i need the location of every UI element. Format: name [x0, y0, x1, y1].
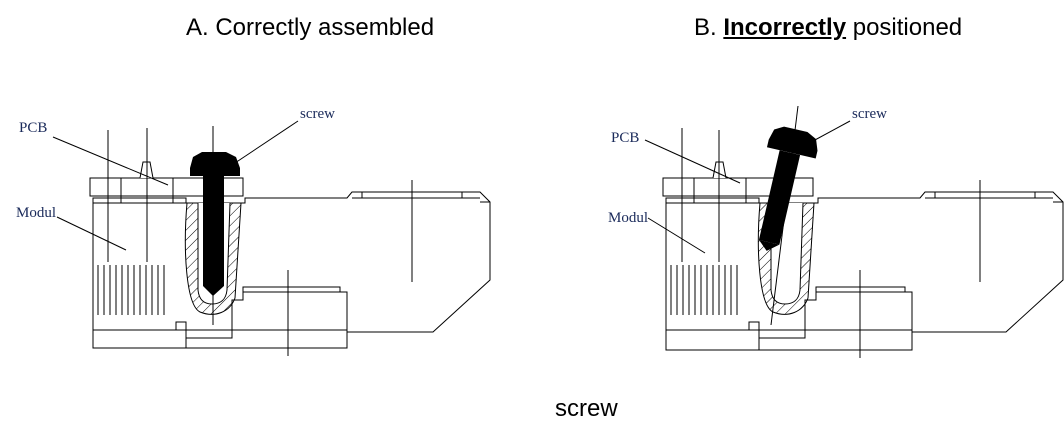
panel-a-module-body	[92, 191, 491, 339]
panel-b-title-suffix: positioned	[846, 14, 963, 41]
panel-b-screw	[758, 126, 818, 251]
panel-b-title-prefix: B.	[694, 14, 724, 41]
panel-b-modul-label: Modul	[608, 210, 648, 226]
panel-a-vents	[97, 265, 165, 315]
panel-a-pcb-label: PCB	[19, 120, 47, 136]
panel-a-title: A. Correctly assembled	[186, 14, 435, 41]
panel-a-screw	[190, 152, 240, 296]
panel-b-pcb-label: PCB	[611, 130, 639, 146]
panel-b-drawing	[644, 105, 1064, 358]
panel-b-title-emphasis: Incorrectly	[723, 14, 847, 41]
panel-b-vents	[670, 265, 738, 315]
panel-a-drawing	[52, 120, 491, 356]
panel-a-screw-label: screw	[300, 106, 335, 122]
figure-caption: screw	[555, 395, 618, 422]
panel-b-module-body	[665, 191, 1064, 339]
panel-b-title: B. Incorrectly positioned	[694, 14, 962, 42]
panel-a-module-left-edge	[92, 198, 348, 349]
panel-b-screw-label: screw	[852, 106, 887, 122]
panel-a-modul-label: Modul	[16, 205, 56, 221]
